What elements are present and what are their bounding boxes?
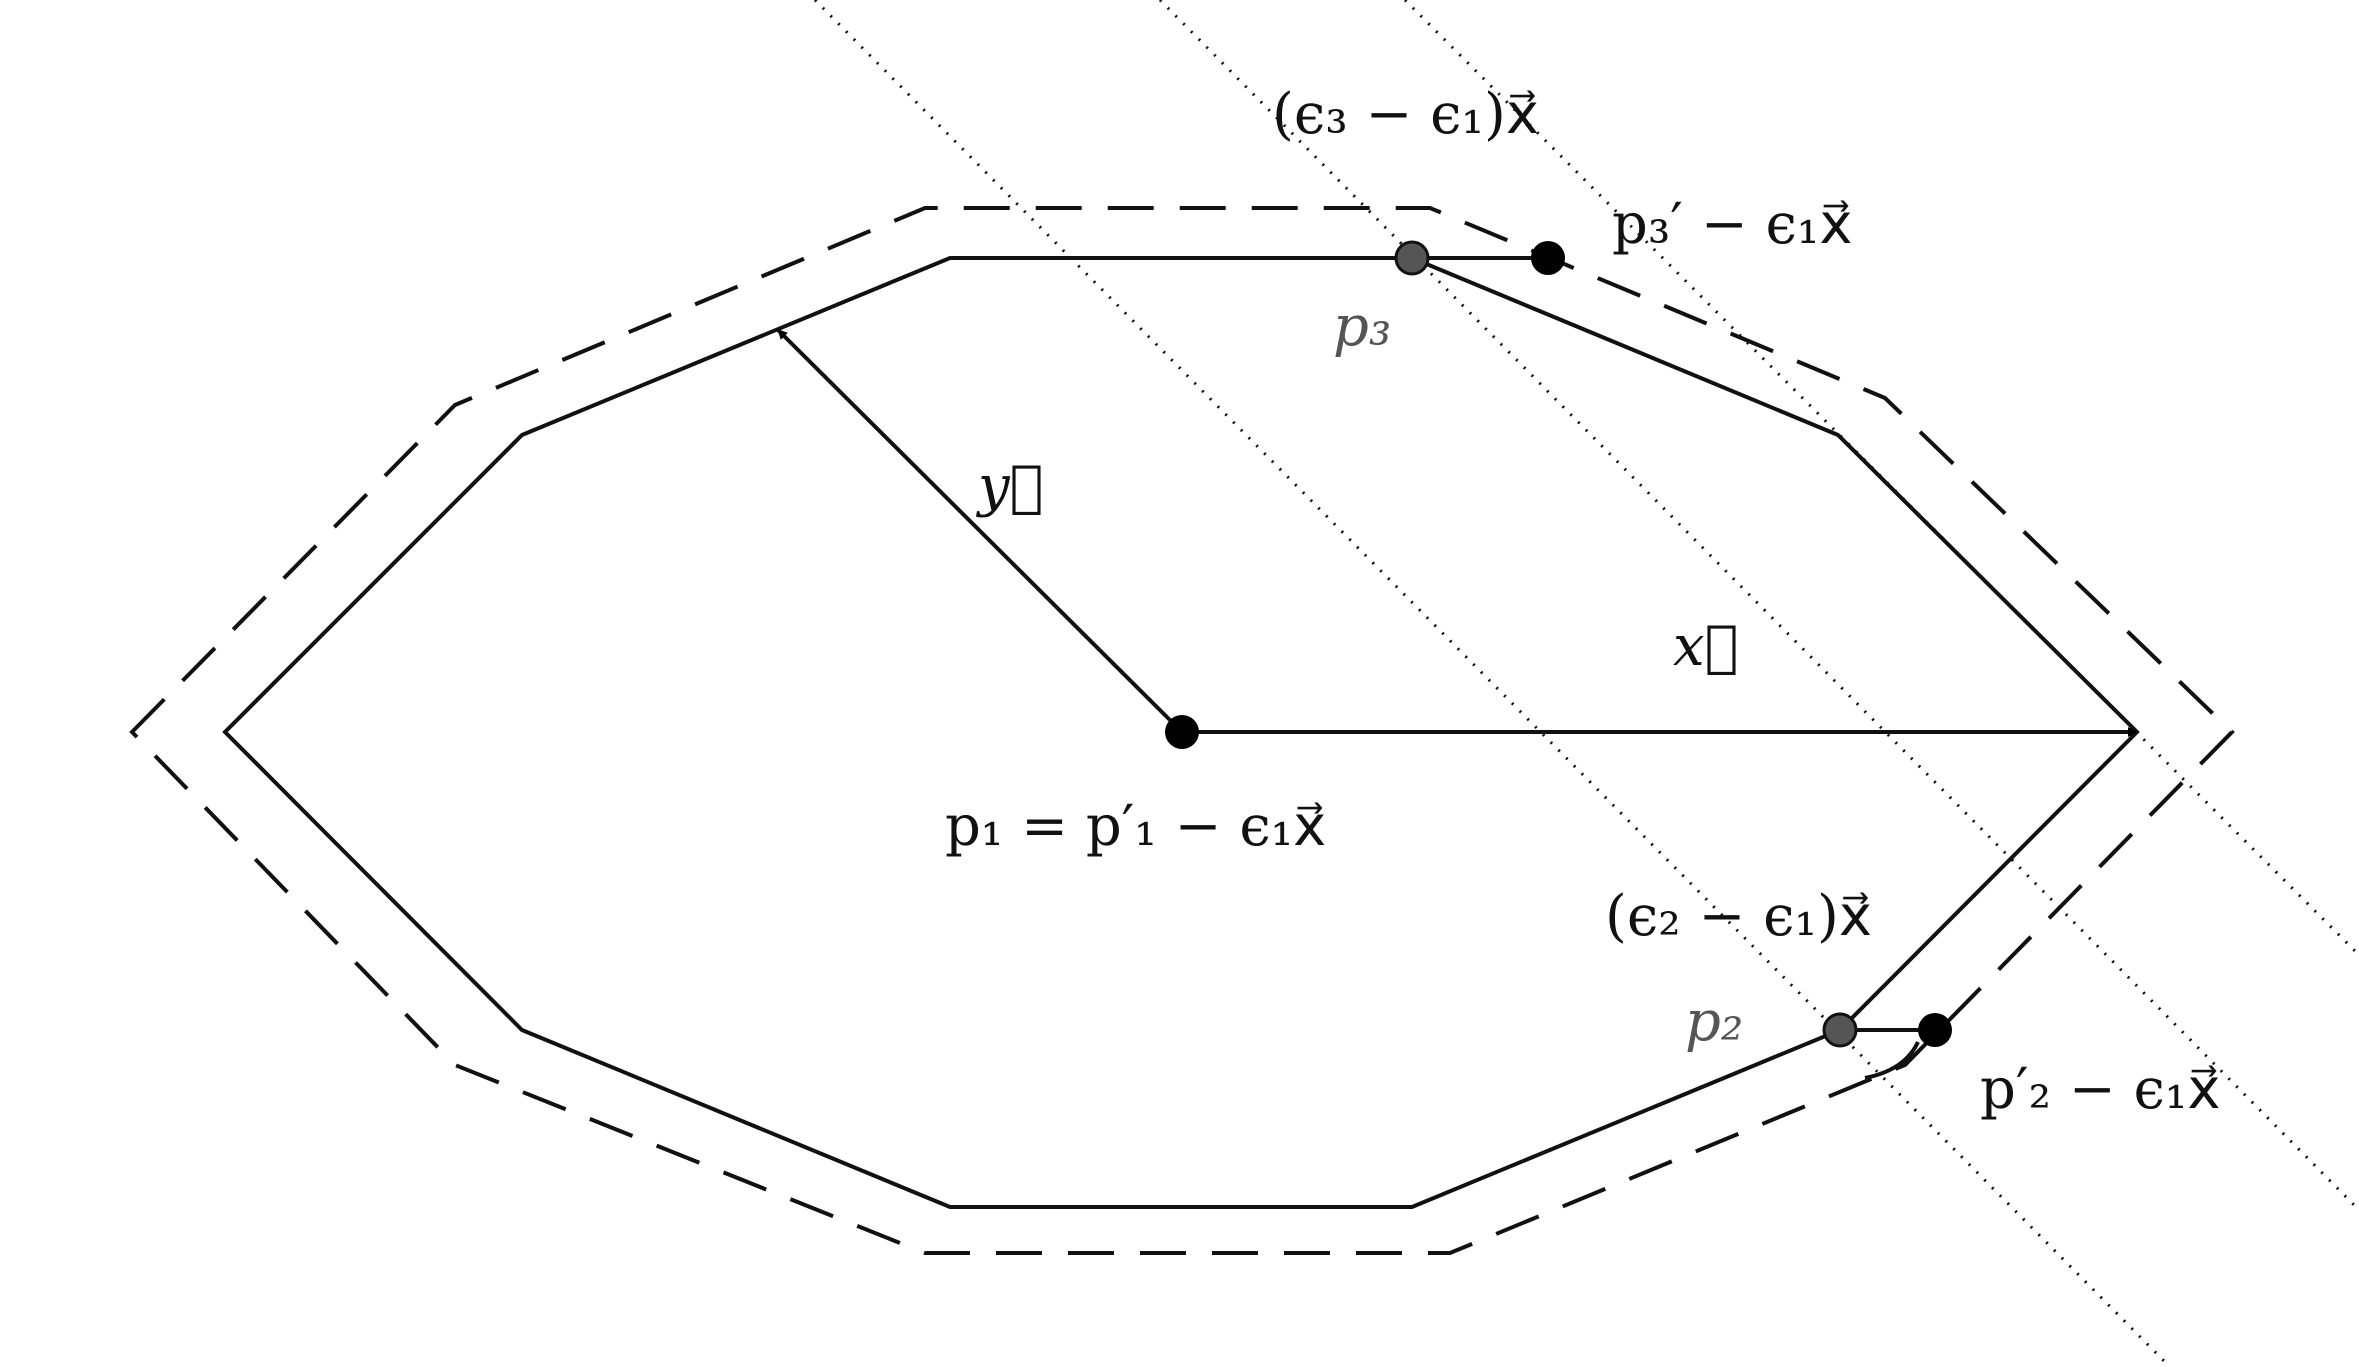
label-p2-prime: p′₂ − ϵ₁x⃗ — [1980, 1057, 2221, 1122]
label-p1-equation: p₁ = p′₁ − ϵ₁x⃗ — [945, 794, 1326, 859]
point-p1 — [1165, 715, 1199, 749]
p2-connector-curve — [1864, 1041, 1920, 1080]
point-p3 — [1394, 240, 1430, 276]
point-p3-prime — [1531, 241, 1565, 275]
label-p3: p₃ — [1333, 294, 1391, 359]
outer-dashed-polygon — [129, 206, 2235, 1255]
dotted-guide-line-1 — [813, 0, 2172, 1367]
label-eps3-shift: (ϵ₃ − ϵ₁)x⃗ — [1272, 82, 1539, 147]
point-p2 — [1822, 1012, 1858, 1048]
label-p3-prime: p₃′ − ϵ₁x⃗ — [1612, 192, 1853, 257]
label-vec-x: x⃗ — [1673, 614, 1738, 679]
point-p2-prime — [1918, 1013, 1952, 1047]
label-vec-y: y⃗ — [975, 454, 1043, 519]
label-p2: p₂ — [1685, 989, 1743, 1054]
dotted-guide-line-2 — [1158, 0, 2359, 1212]
label-eps2-shift: (ϵ₂ − ϵ₁)x⃗ — [1605, 884, 1872, 949]
vector-y-arrow — [776, 328, 1184, 734]
